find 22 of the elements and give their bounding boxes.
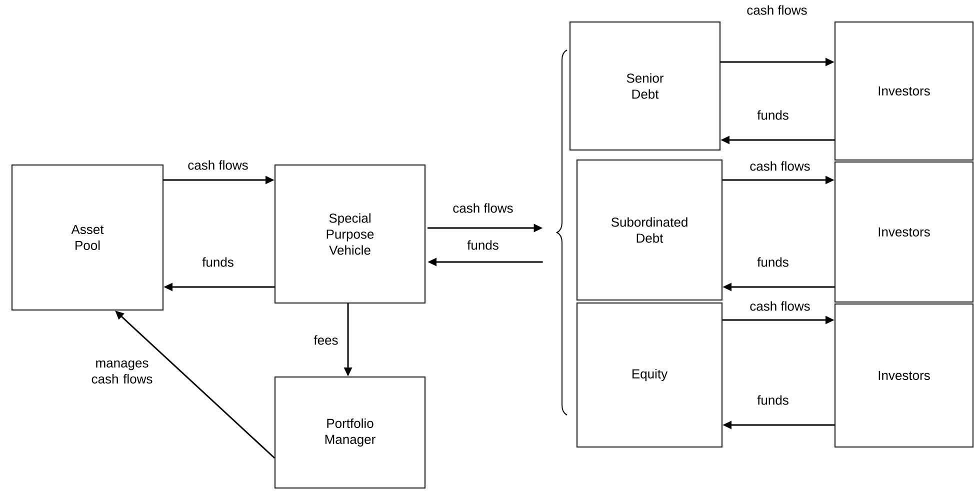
edge-label: fees [312,334,340,346]
edge-label: cash flows [186,159,250,171]
edge-label: funds [756,109,790,121]
process-box: Asset Pool [12,164,164,310]
process-box: Equity [576,302,722,448]
process-box: Investors [834,22,974,160]
process-box: Special Purpose Vehicle [274,164,426,304]
edge-label: cash flows [748,300,812,312]
edge-label: cash flows [746,4,808,16]
edge-label: funds [201,256,235,268]
edge-label: cash flows [748,160,812,172]
process-box: Investors [834,162,974,302]
edge-label: funds [756,256,790,268]
edge-label: funds [756,394,790,406]
process-box: Investors [834,304,974,448]
process-box: Subordinated Debt [576,160,722,300]
edge-label: funds [466,239,500,251]
brace [556,50,568,416]
edge-label: manages cash flows [85,359,159,385]
edge-label: cash flows [452,202,514,214]
process-box: Portfolio Manager [274,376,426,488]
process-box: Senior Debt [570,22,720,150]
